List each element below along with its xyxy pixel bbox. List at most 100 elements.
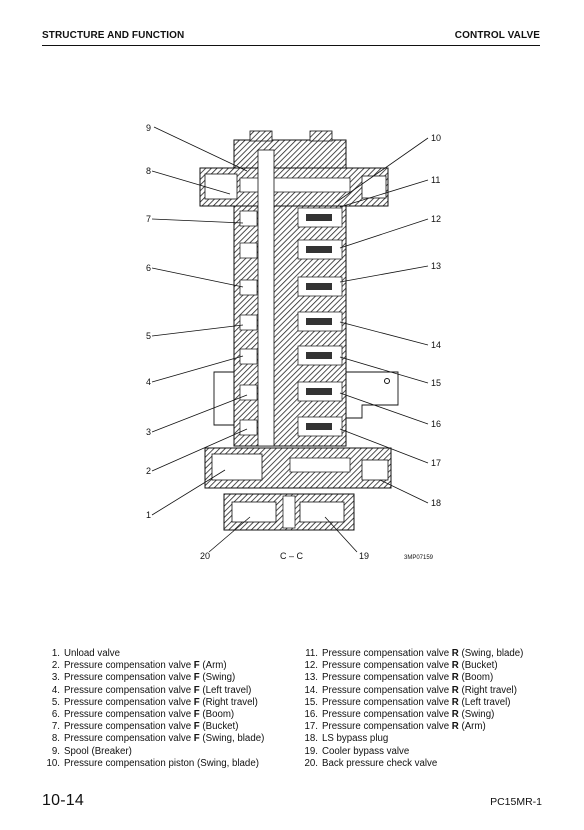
legend-item-label: Pressure compensation valve — [64, 684, 194, 696]
legend-item: 12. Pressure compensation valve R (Bucket… — [296, 660, 546, 672]
legend-item-side: R — [451, 709, 459, 721]
legend-item-label: Pressure compensation valve — [322, 696, 452, 708]
legend-item-side: R — [451, 721, 459, 733]
legend-item-side: F — [193, 672, 200, 684]
callout-1: 1 — [146, 510, 151, 520]
callout-7: 7 — [146, 214, 151, 224]
legend-item-label: Back pressure check valve — [322, 757, 438, 769]
legend-item-text: Pressure compensation valve R (Right tra… — [322, 685, 517, 697]
legend-item-detail: (Swing, blade) — [199, 733, 265, 745]
legend-item-number: 2. — [51, 660, 60, 672]
legend-item: 7.Pressure compensation valve F (Bucket) — [38, 721, 283, 733]
legend-item-side: R — [451, 648, 459, 659]
callout-19: 19 — [359, 551, 369, 561]
callout-6: 6 — [146, 263, 151, 273]
legend-item: 19. Cooler bypass valve — [296, 746, 546, 758]
legend-item-number: 20. — [304, 757, 318, 769]
legend-item-text: Cooler bypass valve — [322, 746, 409, 758]
legend-item-number: 18. — [304, 733, 318, 745]
callout-14: 14 — [431, 340, 441, 350]
legend-item-number: 4. — [51, 684, 60, 696]
legend-item-text: Pressure compensation valve F (Swing, bl… — [64, 733, 264, 745]
callout-11: 11 — [431, 175, 440, 185]
legend-item-number: 19. — [304, 745, 318, 757]
legend-item-text: Pressure compensation valve R (Swing) — [322, 709, 494, 721]
legend-item: 6. Pressure compensation valve F (Boom) — [38, 709, 283, 721]
legend-item-text: Pressure compensation valve F (Arm) — [64, 660, 227, 672]
legend-item-label: Pressure compensation valve — [322, 721, 452, 733]
legend-item-number: 3. — [51, 672, 60, 684]
section-title: STRUCTURE AND FUNCTION — [42, 30, 185, 41]
legend-item-number: 1. — [51, 648, 60, 659]
legend-item-side: F — [193, 733, 200, 745]
legend-item-number: 12. — [304, 660, 318, 672]
legend-item-detail: (Bucket) — [199, 721, 239, 733]
legend-item-label: Pressure compensation valve — [64, 733, 194, 745]
callout-3: 3 — [146, 427, 151, 437]
legend-item: 10.Pressure compensation piston (Swing, … — [38, 758, 283, 770]
model-number: PC15MR-1 — [490, 796, 542, 808]
legend-item-label: Pressure compensation valve — [64, 696, 194, 708]
legend-item-detail: (Left travel) — [458, 696, 511, 708]
legend-item-text: Pressure compensation valve F (Right tra… — [64, 697, 258, 709]
legend-item-side: R — [451, 672, 459, 684]
legend-item-label: Pressure compensation valve — [322, 709, 452, 721]
legend-item-label: LS bypass plug — [322, 733, 389, 745]
legend-item-detail: (Bucket) — [458, 660, 498, 672]
legend-item: 5.Pressure compensation valve F (Right t… — [38, 697, 283, 709]
legend-item-text: LS bypass plug — [322, 733, 388, 745]
legend-item: 14. Pressure compensation valve R (Right … — [296, 685, 546, 697]
callout-4: 4 — [146, 377, 151, 387]
legend-item-detail: (Left travel) — [199, 684, 252, 696]
legend-item: 1. Unload valve — [38, 648, 283, 660]
legend-item: 15.Pressure compensation valve R (Left t… — [296, 697, 546, 709]
legend-item: 17. Pressure compensation valve R (Arm) — [296, 721, 546, 733]
callout-20: 20 — [200, 551, 210, 561]
legend-item-number: 17. — [304, 721, 318, 733]
legend-item-detail: (Right travel) — [458, 684, 517, 696]
page-header: STRUCTURE AND FUNCTION CONTROL VALVE — [42, 30, 540, 44]
legend-item-number: 15. — [304, 696, 318, 708]
callout-15: 15 — [431, 378, 441, 388]
legend-item-text: Pressure compensation valve F (Boom) — [64, 709, 234, 721]
legend-item-side: F — [193, 660, 200, 672]
legend-item-text: Pressure compensation valve R (Bucket) — [322, 660, 498, 672]
legend-item-text: Unload valve — [64, 648, 120, 660]
legend-item-text: Pressure compensation valve R (Arm) — [322, 721, 486, 733]
valve-sections — [239, 207, 343, 437]
legend-item-number: 14. — [304, 684, 318, 696]
legend-item-number: 11. — [305, 648, 318, 659]
legend-item-text: Pressure compensation valve F (Bucket) — [64, 721, 238, 733]
legend-item-label: Spool (Breaker) — [64, 745, 132, 757]
legend-item-side: R — [451, 660, 459, 672]
legend-item-detail: (Boom) — [199, 709, 235, 721]
page-number: 10-14 — [42, 792, 84, 809]
legend-item: 4.Pressure compensation valve F (Left tr… — [38, 685, 283, 697]
legend-item-side: F — [193, 696, 200, 708]
legend-item: 9.Spool (Breaker) — [38, 746, 283, 758]
legend-item-label: Pressure compensation piston (Swing, bla… — [64, 757, 259, 769]
legend-item-label: Cooler bypass valve — [322, 745, 410, 757]
leader-lines — [151, 126, 429, 553]
legend-item-label: Pressure compensation valve — [64, 721, 194, 733]
legend-item-detail: (Right travel) — [199, 696, 258, 708]
legend-item-detail: (Swing, blade) — [458, 648, 524, 659]
topic-title: CONTROL VALVE — [454, 30, 540, 41]
header-rule — [42, 45, 540, 46]
legend-item-text: Pressure compensation piston (Swing, bla… — [64, 758, 259, 770]
legend-item-number: 6. — [51, 709, 60, 721]
legend-item-detail: (Boom) — [458, 672, 494, 684]
legend-item: 20. Back pressure check valve — [296, 758, 546, 770]
legend-item: 2. Pressure compensation valve F (Arm) — [38, 660, 283, 672]
legend-item-text: Pressure compensation valve R (Swing, bl… — [322, 648, 523, 660]
callout-5: 5 — [146, 331, 151, 341]
callout-17: 17 — [431, 458, 441, 468]
callout-12: 12 — [431, 214, 441, 224]
callout-16: 16 — [431, 419, 441, 429]
figure-code: 3MP07159 — [404, 555, 434, 561]
legend-item-number: 16. — [304, 709, 318, 721]
callout-10: 10 — [431, 133, 441, 143]
legend-item: 3.Pressure compensation valve F (Swing) — [38, 672, 283, 684]
legend-item-detail: (Swing) — [199, 672, 236, 684]
legend-column-1: 1. Unload valve 2. Pressure compensation va… — [38, 648, 283, 770]
